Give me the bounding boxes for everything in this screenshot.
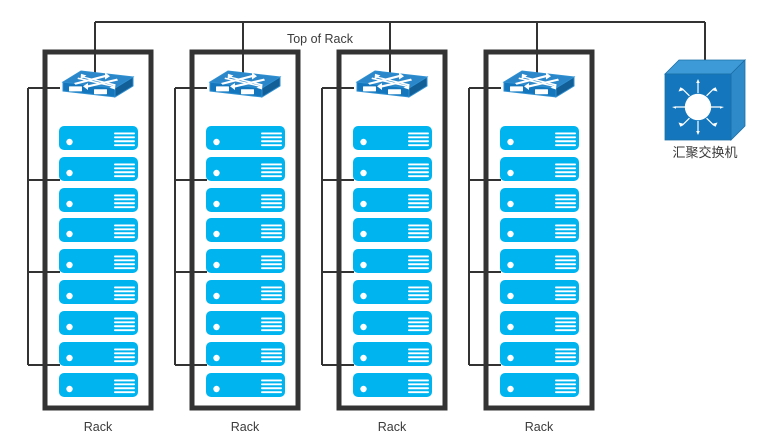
rack-4[interactable]: Rack (468, 49, 595, 434)
rack-3-server-7[interactable] (353, 311, 432, 335)
rack-3-server-1[interactable] (353, 126, 432, 150)
rack-1-server-8[interactable] (59, 342, 138, 366)
rack-2-server-3[interactable] (206, 188, 285, 212)
rack-4-server-4[interactable] (500, 218, 579, 242)
rack-3-tor-switch[interactable] (356, 70, 428, 98)
rack-2-server-5[interactable] (206, 249, 285, 273)
rack-2-server-6[interactable] (206, 280, 285, 304)
top-of-rack-label: Top of Rack (287, 32, 354, 46)
rack-2-server-4[interactable] (206, 218, 285, 242)
rack-4-server-7[interactable] (500, 311, 579, 335)
rack-4-server-1[interactable] (500, 126, 579, 150)
rack-1-server-1[interactable] (59, 126, 138, 150)
rack-3-enclosure (336, 49, 448, 411)
rack-2-tor-switch[interactable] (209, 70, 281, 98)
rack-3-server-5[interactable] (353, 249, 432, 273)
rack-4-server-3[interactable] (500, 188, 579, 212)
rack-2-server-7[interactable] (206, 311, 285, 335)
aggregation-switch[interactable]: 汇聚交换机 (664, 59, 746, 160)
rack-2-label: Rack (231, 420, 260, 434)
rack-3-server-9[interactable] (353, 373, 432, 397)
rack-1-server-7[interactable] (59, 311, 138, 335)
rack-3-server-2[interactable] (353, 157, 432, 181)
rack-1-server-5[interactable] (59, 249, 138, 273)
rack-3-server-3[interactable] (353, 188, 432, 212)
rack-1-server-3[interactable] (59, 188, 138, 212)
rack-1-tor-switch[interactable] (62, 70, 134, 98)
rack-2-server-2[interactable] (206, 157, 285, 181)
rack-2-server-8[interactable] (206, 342, 285, 366)
rack-3-label: Rack (378, 420, 407, 434)
rack-1-server-4[interactable] (59, 218, 138, 242)
rack-4-enclosure (483, 49, 595, 411)
rack-1-server-9[interactable] (59, 373, 138, 397)
rack-4-server-2[interactable] (500, 157, 579, 181)
aggregation-switch-label: 汇聚交换机 (672, 145, 737, 160)
rack-4-server-8[interactable] (500, 342, 579, 366)
rack-1-server-6[interactable] (59, 280, 138, 304)
rack-1-enclosure (42, 49, 154, 411)
rack-2-server-1[interactable] (206, 126, 285, 150)
rack-3[interactable]: Rack (321, 49, 448, 434)
rack-4-server-6[interactable] (500, 280, 579, 304)
rack-2-enclosure (189, 49, 301, 411)
rack-3-server-6[interactable] (353, 280, 432, 304)
rack-1[interactable]: Rack (27, 49, 154, 434)
rack-4-server-5[interactable] (500, 249, 579, 273)
rack-3-server-8[interactable] (353, 342, 432, 366)
rack-2-server-9[interactable] (206, 373, 285, 397)
rack-3-server-4[interactable] (353, 218, 432, 242)
rack-2[interactable]: Rack (174, 49, 301, 434)
rack-1-label: Rack (84, 420, 113, 434)
rack-4-server-9[interactable] (500, 373, 579, 397)
rack-1-server-2[interactable] (59, 157, 138, 181)
rack-4-label: Rack (525, 420, 554, 434)
rack-4-tor-switch[interactable] (503, 70, 575, 98)
aggregation-switch-cube-icon[interactable] (664, 59, 746, 141)
